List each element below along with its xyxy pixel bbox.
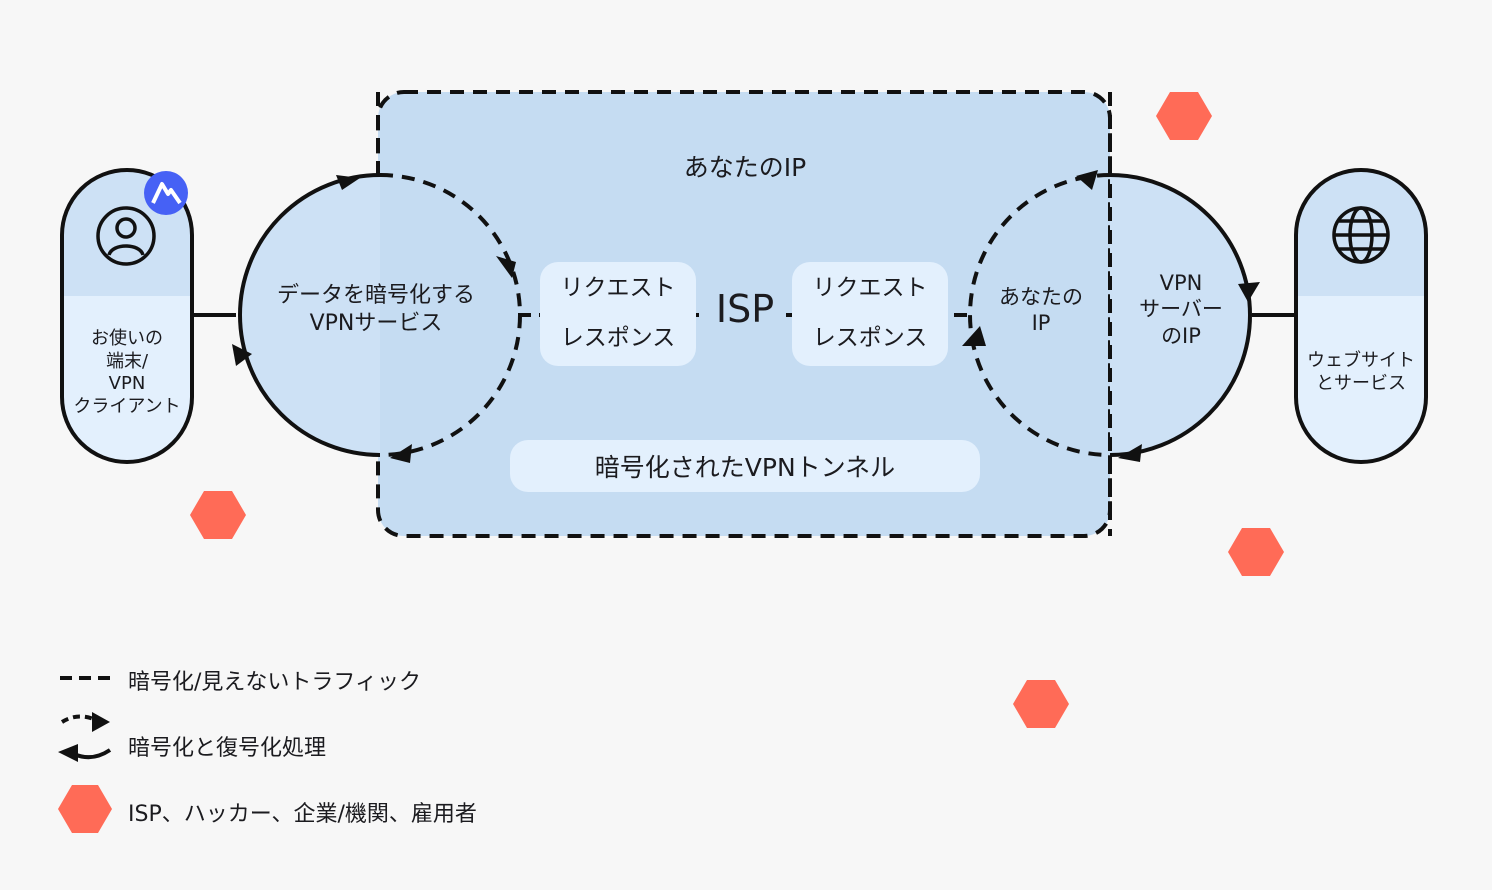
isp-label: ISP xyxy=(715,287,775,331)
arrow-head xyxy=(496,256,516,278)
arrow-head xyxy=(1238,282,1260,302)
legend-hexagon-icon xyxy=(58,785,112,833)
request-pill-right xyxy=(792,262,948,366)
legend-observers: ISP、ハッカー、企業/機関、雇用者 xyxy=(128,802,477,827)
nordvpn-logo-icon xyxy=(144,171,188,215)
legend-arrow-head xyxy=(58,744,78,762)
legend-arrow-head xyxy=(92,712,110,732)
arrow-head xyxy=(390,444,412,463)
arrow-head xyxy=(1076,170,1098,190)
vpn-server-ip-label: VPN サーバー のIP xyxy=(1139,271,1223,348)
observer-hexagons xyxy=(190,92,1284,728)
hexagon-icon xyxy=(1228,528,1284,576)
user-icon xyxy=(96,206,156,266)
arrow-head xyxy=(232,344,252,366)
request-pill-left xyxy=(540,262,696,366)
device-node xyxy=(60,168,194,464)
hexagon-icon xyxy=(1156,92,1212,140)
vpn-server-node xyxy=(962,170,1260,462)
globe-icon xyxy=(1332,206,1390,264)
arrow-head xyxy=(962,326,986,346)
your-ip-top-label: あなたのIP xyxy=(683,153,807,182)
vpn-service-label: データを暗号化する VPNサービス xyxy=(276,283,475,336)
arrow-head xyxy=(336,175,360,190)
your-ip-right-label: あなたの IP xyxy=(999,285,1083,336)
arrow-head xyxy=(1118,444,1142,462)
response-label-right: レスポンス xyxy=(812,325,928,351)
request-label-right: リクエスト xyxy=(812,275,928,301)
response-label-left: レスポンス xyxy=(560,325,676,351)
legend-encrypted-traffic: 暗号化/見えないトラフィック xyxy=(128,670,421,695)
tunnel-label: 暗号化されたVPNトンネル xyxy=(594,453,896,482)
device-label: お使いの 端末/ VPN クライアント xyxy=(73,328,181,417)
encrypted-tunnel-box xyxy=(376,90,1112,538)
hexagon-icon xyxy=(190,491,246,539)
hexagon-icon xyxy=(1013,680,1069,728)
tunnel-label-pill: 暗号化されたVPNトンネル xyxy=(510,440,980,492)
websites-label: ウェブサイト とサービス xyxy=(1307,350,1415,394)
request-label-left: リクエスト xyxy=(560,275,676,301)
vpn-service-node xyxy=(232,173,522,463)
legend-encrypt-decrypt: 暗号化と復号化処理 xyxy=(128,736,327,761)
websites-node xyxy=(1294,168,1428,464)
